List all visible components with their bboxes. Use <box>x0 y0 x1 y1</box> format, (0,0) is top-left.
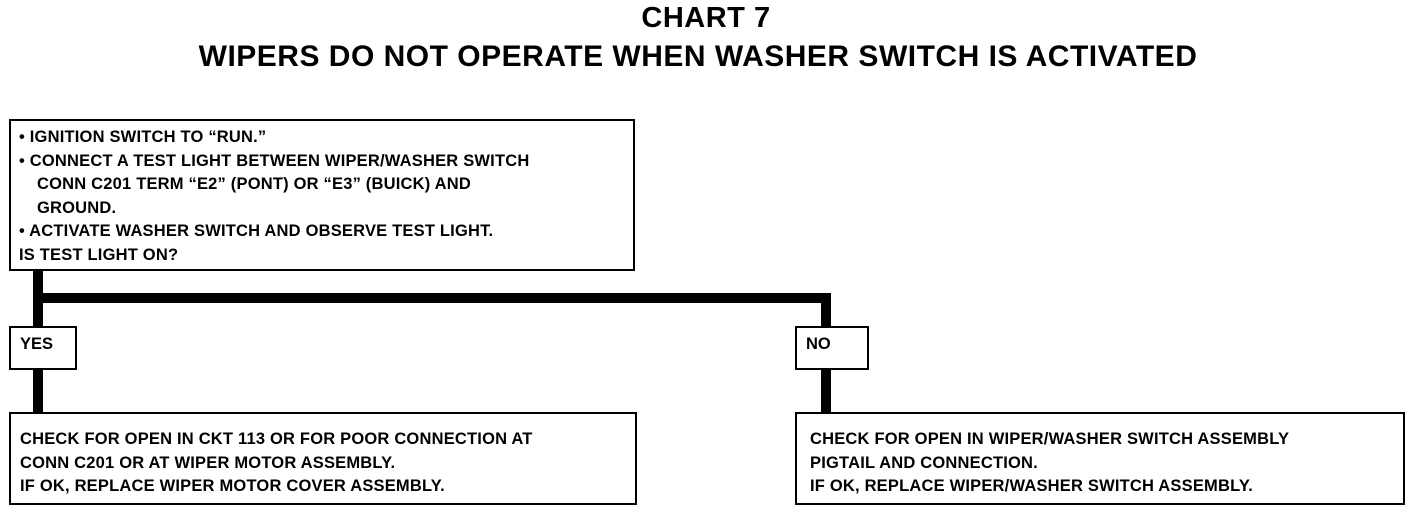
no-result-box: CHECK FOR OPEN IN WIPER/WASHER SWITCH AS… <box>795 412 1405 505</box>
yes-result-line: IF OK, REPLACE WIPER MOTOR COVER ASSEMBL… <box>20 477 445 495</box>
chart-title: CHART 7 <box>641 2 771 34</box>
no-result-line: IF OK, REPLACE WIPER/WASHER SWITCH ASSEM… <box>810 477 1254 495</box>
connector-no-result <box>821 369 831 413</box>
yes-result-box: CHECK FOR OPEN IN CKT 113 OR FOR POOR CO… <box>9 412 637 505</box>
connector-yes-result <box>33 369 43 413</box>
connector-no-down <box>821 293 831 327</box>
no-result-line: PIGTAIL AND CONNECTION. <box>810 453 1038 472</box>
question-line: CONN C201 TERM “E2” (PONT) OR “E3” (BUIC… <box>37 175 471 193</box>
yes-result-line: CHECK FOR OPEN IN CKT 113 OR FOR POOR CO… <box>20 430 533 448</box>
question-line: • ACTIVATE WASHER SWITCH AND OBSERVE TES… <box>19 222 494 240</box>
question-line: IS TEST LIGHT ON? <box>19 245 179 264</box>
no-result-line: CHECK FOR OPEN IN WIPER/WASHER SWITCH AS… <box>810 430 1290 448</box>
question-line: GROUND. <box>37 198 117 217</box>
question-box: • IGNITION SWITCH TO “RUN.” • CONNECT A … <box>9 119 635 271</box>
yes-result-line: CONN C201 OR AT WIPER MOTOR ASSEMBLY. <box>20 453 396 472</box>
question-line: • IGNITION SWITCH TO “RUN.” <box>19 128 267 146</box>
yes-label-box: YES <box>9 326 77 370</box>
connector-horizontal <box>33 293 831 303</box>
question-line: • CONNECT A TEST LIGHT BETWEEN WIPER/WAS… <box>19 151 530 170</box>
chart-subtitle: WIPERS DO NOT OPERATE WHEN WASHER SWITCH… <box>198 40 1198 73</box>
no-label-box: NO <box>795 326 869 370</box>
